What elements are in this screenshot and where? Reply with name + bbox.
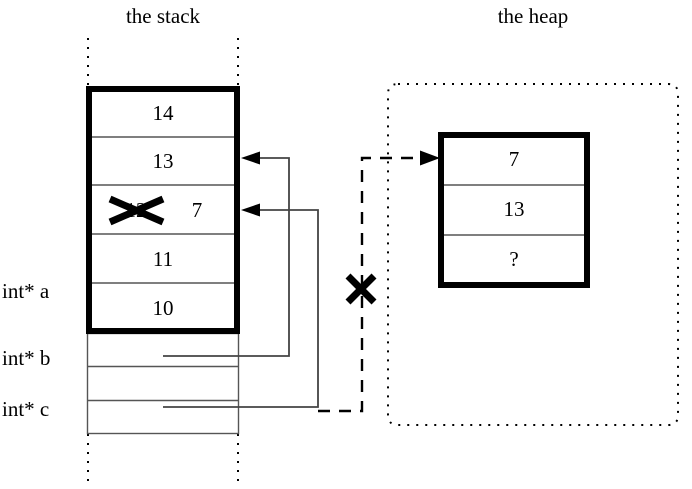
heap-cell-value-1: 13: [503, 197, 525, 221]
pointer-b-arrow-path: [163, 157, 290, 357]
stack-pointer-label-a: int* a: [2, 279, 50, 303]
stack-cell-value-3: 11: [152, 247, 174, 271]
stack-frame-block: [86, 86, 240, 334]
stack-cell-value-0: 14: [152, 101, 174, 125]
stack-pointer-label-b: int* b: [2, 346, 51, 370]
stack-title: the stack: [125, 4, 201, 28]
heap-cell-value-0: 7: [508, 147, 520, 171]
x-cross-mark: [345, 273, 377, 305]
stack-cell-value-2-old: 12: [125, 198, 147, 222]
heap-cell-value-2: ?: [509, 247, 519, 271]
heap-title: the heap: [497, 4, 569, 28]
stack-cell-value-4: 10: [152, 296, 174, 320]
stack-pointer-block: [86, 332, 240, 435]
pointer-c-dangling-path: [318, 156, 424, 413]
heap-block: [438, 132, 590, 288]
stack-cell-value-1: 13: [152, 149, 174, 173]
stack-cell-value-2-new: 7: [191, 198, 203, 222]
heap-region-outline: [387, 83, 679, 426]
pointer-b-arrowhead: [241, 151, 260, 165]
stack-pointer-label-c: int* c: [2, 397, 50, 421]
x-strike-mark: [108, 195, 165, 226]
pointer-a-arrow-path: [163, 209, 319, 408]
pointer-a-arrowhead: [241, 203, 260, 217]
pointer-c-arrowhead: [420, 150, 440, 166]
